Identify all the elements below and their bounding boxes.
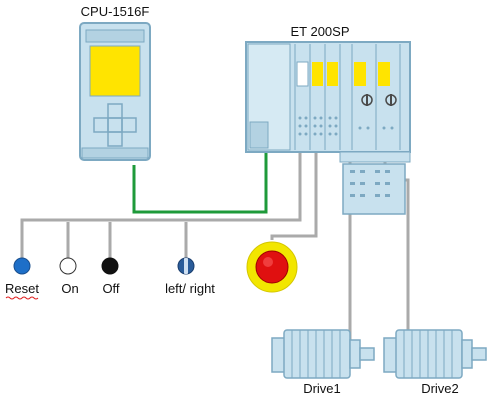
reset-button (13, 257, 31, 275)
on-button (59, 257, 77, 275)
cpu-label: CPU-1516F (81, 4, 150, 19)
et200sp-label: ET 200SP (290, 24, 349, 39)
reset-spellcheck-underline (5, 296, 39, 300)
drive1-motor-icon (271, 329, 375, 379)
on-label: On (61, 281, 78, 296)
emergency-stop-icon (246, 241, 298, 293)
drive1-label: Drive1 (303, 381, 341, 396)
cpu-display (89, 45, 141, 97)
profinet-cable (132, 150, 268, 214)
estop-wire (270, 150, 318, 240)
selector-switch-icon (177, 257, 195, 275)
cpu-dpad-icon (93, 103, 137, 147)
et200sp-station (245, 41, 411, 215)
drive2-label: Drive2 (421, 381, 459, 396)
drive2-motor-icon (383, 329, 487, 379)
reset-label: Reset (5, 281, 39, 296)
input-bus-wire (20, 150, 302, 240)
off-label: Off (102, 281, 119, 296)
selector-label: left/ right (165, 281, 215, 296)
off-button (101, 257, 119, 275)
cpu-module (79, 22, 151, 161)
